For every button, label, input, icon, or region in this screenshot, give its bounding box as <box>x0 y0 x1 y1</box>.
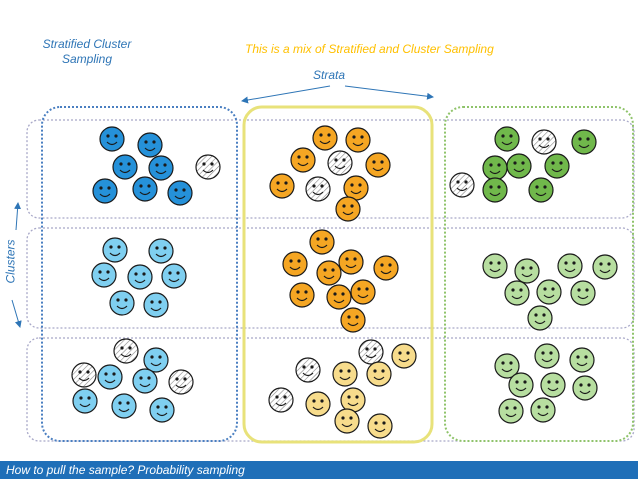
stratum-orange-box <box>242 105 434 444</box>
strata-arrow-left <box>241 85 331 104</box>
face-blue-1-2 <box>137 132 163 158</box>
face-blue-2-6 <box>109 290 135 316</box>
face-green-2-2 <box>514 258 540 284</box>
face-orange-2-8 <box>326 284 352 310</box>
face-orange-2-6 <box>350 279 376 305</box>
face-orange-3-4 <box>332 361 358 387</box>
face-blue-2-2 <box>148 238 174 264</box>
faces-layer <box>71 125 618 439</box>
face-green-3-3 <box>569 347 595 373</box>
footer-text: How to pull the sample? Probability samp… <box>6 463 245 477</box>
face-orange-2-7 <box>289 282 315 308</box>
face-orange-1-5 <box>365 152 391 178</box>
face-blue-3-9 <box>71 362 97 388</box>
face-blue-3-8 <box>149 397 175 423</box>
face-orange-3-5 <box>366 361 392 387</box>
face-orange-1-7 <box>305 176 331 202</box>
face-blue-3-5 <box>168 369 194 395</box>
face-green-3-6 <box>572 375 598 401</box>
face-blue-1-1 <box>99 126 125 152</box>
face-blue-2-5 <box>161 263 187 289</box>
strata-label: Strata <box>313 68 346 82</box>
footer-bar: How to pull the sample? Probability samp… <box>0 461 638 479</box>
face-green-1-8 <box>482 177 508 203</box>
face-blue-3-7 <box>111 393 137 419</box>
face-green-2-6 <box>536 279 562 305</box>
face-blue-3-3 <box>97 364 123 390</box>
face-green-3-5 <box>540 372 566 398</box>
clusters-arrow-up <box>14 202 22 231</box>
face-green-1-3 <box>571 129 597 155</box>
face-orange-2-9 <box>340 307 366 333</box>
face-orange-3-10 <box>334 408 360 434</box>
clusters-arrow-down <box>11 299 22 328</box>
stratum-blue-box <box>41 106 238 442</box>
face-blue-2-3 <box>91 262 117 288</box>
face-green-2-5 <box>504 280 530 306</box>
face-green-2-4 <box>592 254 618 280</box>
face-orange-3-3 <box>295 357 321 383</box>
face-green-2-8 <box>527 305 553 331</box>
face-blue-3-1 <box>113 338 139 364</box>
face-green-2-3 <box>557 253 583 279</box>
face-orange-1-3 <box>290 147 316 173</box>
stratum-green-box <box>444 106 634 442</box>
face-blue-3-4 <box>132 368 158 394</box>
clusters-label: Clusters <box>3 239 18 284</box>
strata-arrow-right <box>344 85 434 100</box>
face-green-1-9 <box>528 177 554 203</box>
face-orange-3-1 <box>358 339 384 365</box>
face-orange-2-4 <box>373 255 399 281</box>
face-green-3-1 <box>494 353 520 379</box>
stratified-cluster-label: Stratified Cluster Sampling <box>42 37 132 66</box>
face-blue-1-6 <box>92 178 118 204</box>
face-green-1-5 <box>506 153 532 179</box>
face-orange-2-1 <box>309 229 335 255</box>
face-orange-3-2 <box>391 343 417 369</box>
face-green-3-7 <box>498 398 524 424</box>
face-blue-1-3 <box>112 154 138 180</box>
face-blue-3-2 <box>143 347 169 373</box>
face-blue-2-1 <box>102 237 128 263</box>
face-orange-1-9 <box>335 196 361 222</box>
face-orange-3-7 <box>305 391 331 417</box>
face-blue-1-5 <box>195 154 221 180</box>
mix-note-label: This is a mix of Stratified and Cluster … <box>245 42 494 56</box>
face-green-1-1 <box>494 126 520 152</box>
face-blue-3-6 <box>72 388 98 414</box>
cluster-row-middle <box>26 227 635 329</box>
face-orange-3-8 <box>340 387 366 413</box>
face-green-3-4 <box>508 372 534 398</box>
face-orange-1-2 <box>345 127 371 153</box>
face-green-1-4 <box>482 155 508 181</box>
face-blue-1-4 <box>148 155 174 181</box>
cluster-row-top <box>26 119 635 219</box>
face-orange-3-9 <box>367 413 393 439</box>
face-green-2-7 <box>570 280 596 306</box>
face-orange-1-8 <box>343 175 369 201</box>
face-blue-2-7 <box>143 292 169 318</box>
face-green-2-1 <box>482 253 508 279</box>
face-orange-1-1 <box>312 125 338 151</box>
face-green-3-2 <box>534 343 560 369</box>
face-green-1-2 <box>531 129 557 155</box>
face-orange-3-6 <box>268 387 294 413</box>
face-green-3-8 <box>530 397 556 423</box>
face-blue-2-4 <box>127 264 153 290</box>
face-blue-1-7 <box>132 176 158 202</box>
face-orange-2-2 <box>338 249 364 275</box>
face-orange-2-5 <box>316 260 342 286</box>
face-orange-2-3 <box>282 251 308 277</box>
face-orange-1-4 <box>327 150 353 176</box>
face-green-1-6 <box>544 153 570 179</box>
face-orange-1-6 <box>269 173 295 199</box>
face-blue-1-8 <box>167 180 193 206</box>
face-green-1-7 <box>449 172 475 198</box>
